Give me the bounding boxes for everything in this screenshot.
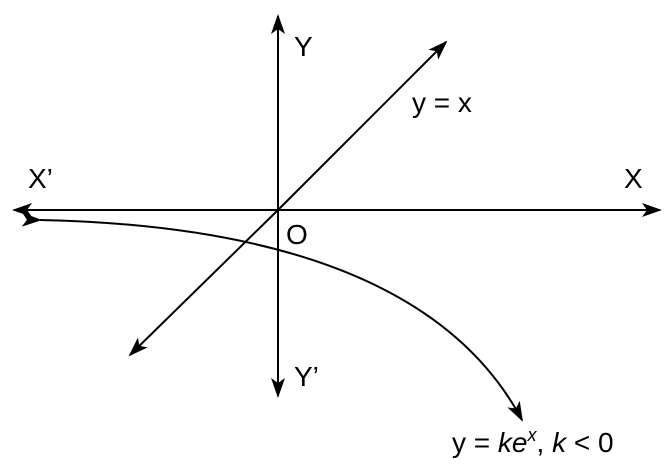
exponential-curve bbox=[21, 212, 523, 422]
curve-eq-k2: k bbox=[552, 427, 568, 458]
curve-eq-e: e bbox=[512, 427, 528, 458]
curve-eq-k: k bbox=[498, 427, 514, 458]
curve-eq-exponent: x bbox=[527, 425, 538, 445]
line-y-equals-x-lower bbox=[128, 209, 279, 357]
line-equation-label: y = x bbox=[412, 87, 472, 118]
x-negative-label: X’ bbox=[28, 163, 53, 194]
curve-equation-label: y = kex, k < 0 bbox=[452, 425, 614, 458]
line-y-equals-x-upper bbox=[277, 40, 448, 211]
curve-eq-relation: < 0 bbox=[566, 427, 613, 458]
y-positive-label: Y bbox=[294, 31, 313, 62]
y-negative-label: Y’ bbox=[294, 361, 319, 392]
curve-eq-lhs: y = bbox=[452, 427, 498, 458]
curve-eq-comma: , bbox=[537, 427, 553, 458]
origin-label: O bbox=[286, 219, 308, 250]
x-positive-label: X bbox=[624, 163, 643, 194]
